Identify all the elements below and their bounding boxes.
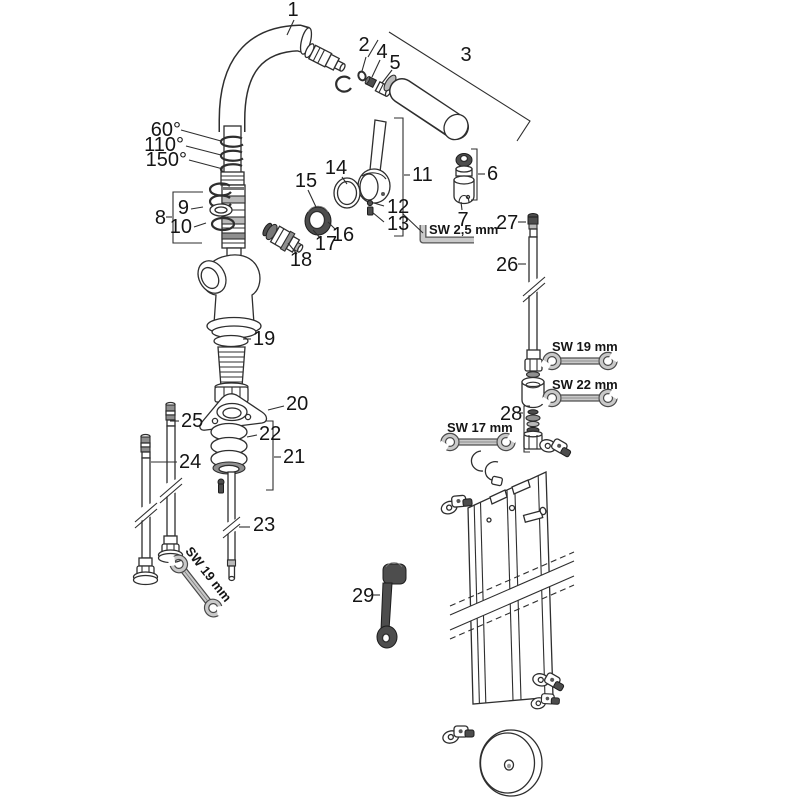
angle-labels: 60° 110° 150° xyxy=(144,119,187,171)
faucet-base-body xyxy=(197,254,262,339)
swivel-clip-110 xyxy=(219,149,244,162)
faucet-spout xyxy=(218,24,313,134)
rings-9-10 xyxy=(208,182,236,232)
callout-1: 1 xyxy=(287,0,298,21)
callout-25: 25 xyxy=(181,410,203,432)
hose-24 xyxy=(131,433,161,586)
angle-60: 60° xyxy=(151,119,181,141)
callout-24: 24 xyxy=(179,451,201,473)
hose-26-27 xyxy=(518,213,548,378)
callout-10: 10 xyxy=(170,216,192,238)
install-tool-29 xyxy=(376,562,407,649)
callout-20: 20 xyxy=(286,393,308,415)
callout-14: 14 xyxy=(325,157,347,179)
callout-7: 7 xyxy=(457,209,468,231)
callout-labels: 1 2 3 4 5 6 7 8 9 10 11 12 13 14 15 16 1… xyxy=(155,0,522,607)
cartridge-18 xyxy=(262,222,304,253)
angle-110: 110° xyxy=(144,134,184,156)
shank-fitting-28 xyxy=(521,376,545,450)
callout-5: 5 xyxy=(389,52,400,74)
callout-26: 26 xyxy=(496,254,518,276)
callout-4: 4 xyxy=(376,41,387,63)
mounting-plate xyxy=(449,470,575,705)
screws-12-13 xyxy=(366,199,374,216)
callout-22: 22 xyxy=(259,423,281,445)
spray-head xyxy=(383,74,469,141)
callout-11: 11 xyxy=(412,164,433,186)
swivel-clip-60 xyxy=(219,135,244,148)
supply-tube-23 xyxy=(219,471,246,582)
label-sw-19-right: SW 19 mm xyxy=(552,339,618,354)
callout-15: 15 xyxy=(295,170,317,192)
callout-12: 12 xyxy=(387,196,409,218)
pipe-clip xyxy=(470,450,504,487)
callout-16: 16 xyxy=(332,224,354,246)
hose-weight-disc xyxy=(479,729,543,797)
insert-4 xyxy=(364,75,378,89)
callout-13: 13 xyxy=(387,213,409,235)
handle-lever xyxy=(357,119,391,204)
triangle-flange xyxy=(199,393,268,431)
callout-9: 9 xyxy=(178,197,189,219)
callout-21: 21 xyxy=(283,446,305,468)
leader-lines xyxy=(151,19,531,596)
allen-key xyxy=(419,225,474,244)
spout-connector xyxy=(304,43,346,72)
callout-8: 8 xyxy=(155,207,166,229)
c-clip xyxy=(335,75,352,93)
label-sw-22: SW 22 mm xyxy=(552,377,618,392)
seal-ring-19 xyxy=(213,334,249,348)
aerator-group xyxy=(453,153,475,205)
callout-6: 6 xyxy=(487,163,498,185)
callout-28: 28 xyxy=(500,403,522,425)
spring-stack xyxy=(210,422,248,494)
mounting-shank xyxy=(213,334,249,403)
callout-23: 23 xyxy=(253,514,275,536)
callout-27: 27 xyxy=(496,212,518,234)
callout-3: 3 xyxy=(460,44,471,66)
callout-17: 17 xyxy=(315,233,337,255)
callout-19: 19 xyxy=(253,328,275,350)
o-ring-2 xyxy=(357,70,367,82)
angle-150: 150° xyxy=(146,149,187,171)
label-sw-17: SW 17 mm xyxy=(447,420,513,435)
callout-2: 2 xyxy=(358,34,369,56)
sleeve-ring-15 xyxy=(304,205,332,236)
callout-29: 29 xyxy=(352,585,374,607)
faucet-column xyxy=(219,125,246,259)
callout-18: 18 xyxy=(290,249,312,271)
label-sw-2-5: SW 2,5 mm xyxy=(429,222,498,237)
